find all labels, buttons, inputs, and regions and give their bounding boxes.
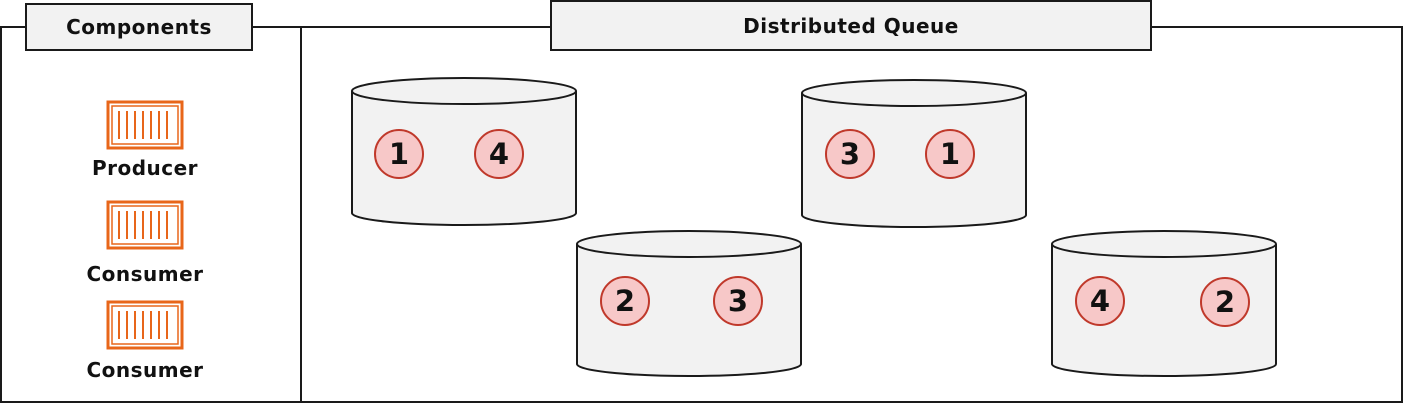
consumer-component: Consumer — [60, 300, 230, 382]
container-icon — [106, 300, 184, 350]
message-badge: 1 — [925, 129, 975, 179]
consumer-label: Consumer — [86, 262, 204, 286]
container-icon — [106, 100, 184, 150]
queue-node: 2 3 — [575, 228, 803, 380]
database-cylinder-icon — [351, 77, 577, 226]
producer-component: Producer — [60, 100, 230, 180]
message-badge: 4 — [1075, 276, 1125, 326]
message-badge: 1 — [374, 129, 424, 179]
message-badge: 3 — [713, 276, 763, 326]
components-title: Components — [25, 3, 253, 51]
database-cylinder-icon — [801, 79, 1027, 228]
distributed-queue-title: Distributed Queue — [550, 0, 1152, 51]
consumer-label: Consumer — [86, 358, 204, 382]
message-badge: 2 — [1200, 277, 1250, 327]
consumer-component: Consumer — [60, 200, 230, 286]
message-badge: 2 — [600, 276, 650, 326]
message-badge: 4 — [474, 129, 524, 179]
queue-node: 1 4 — [350, 75, 578, 227]
message-badge: 3 — [825, 129, 875, 179]
queue-node: 4 2 — [1050, 228, 1278, 380]
queue-node: 3 1 — [800, 77, 1028, 229]
producer-label: Producer — [91, 156, 199, 180]
container-icon — [106, 200, 184, 250]
